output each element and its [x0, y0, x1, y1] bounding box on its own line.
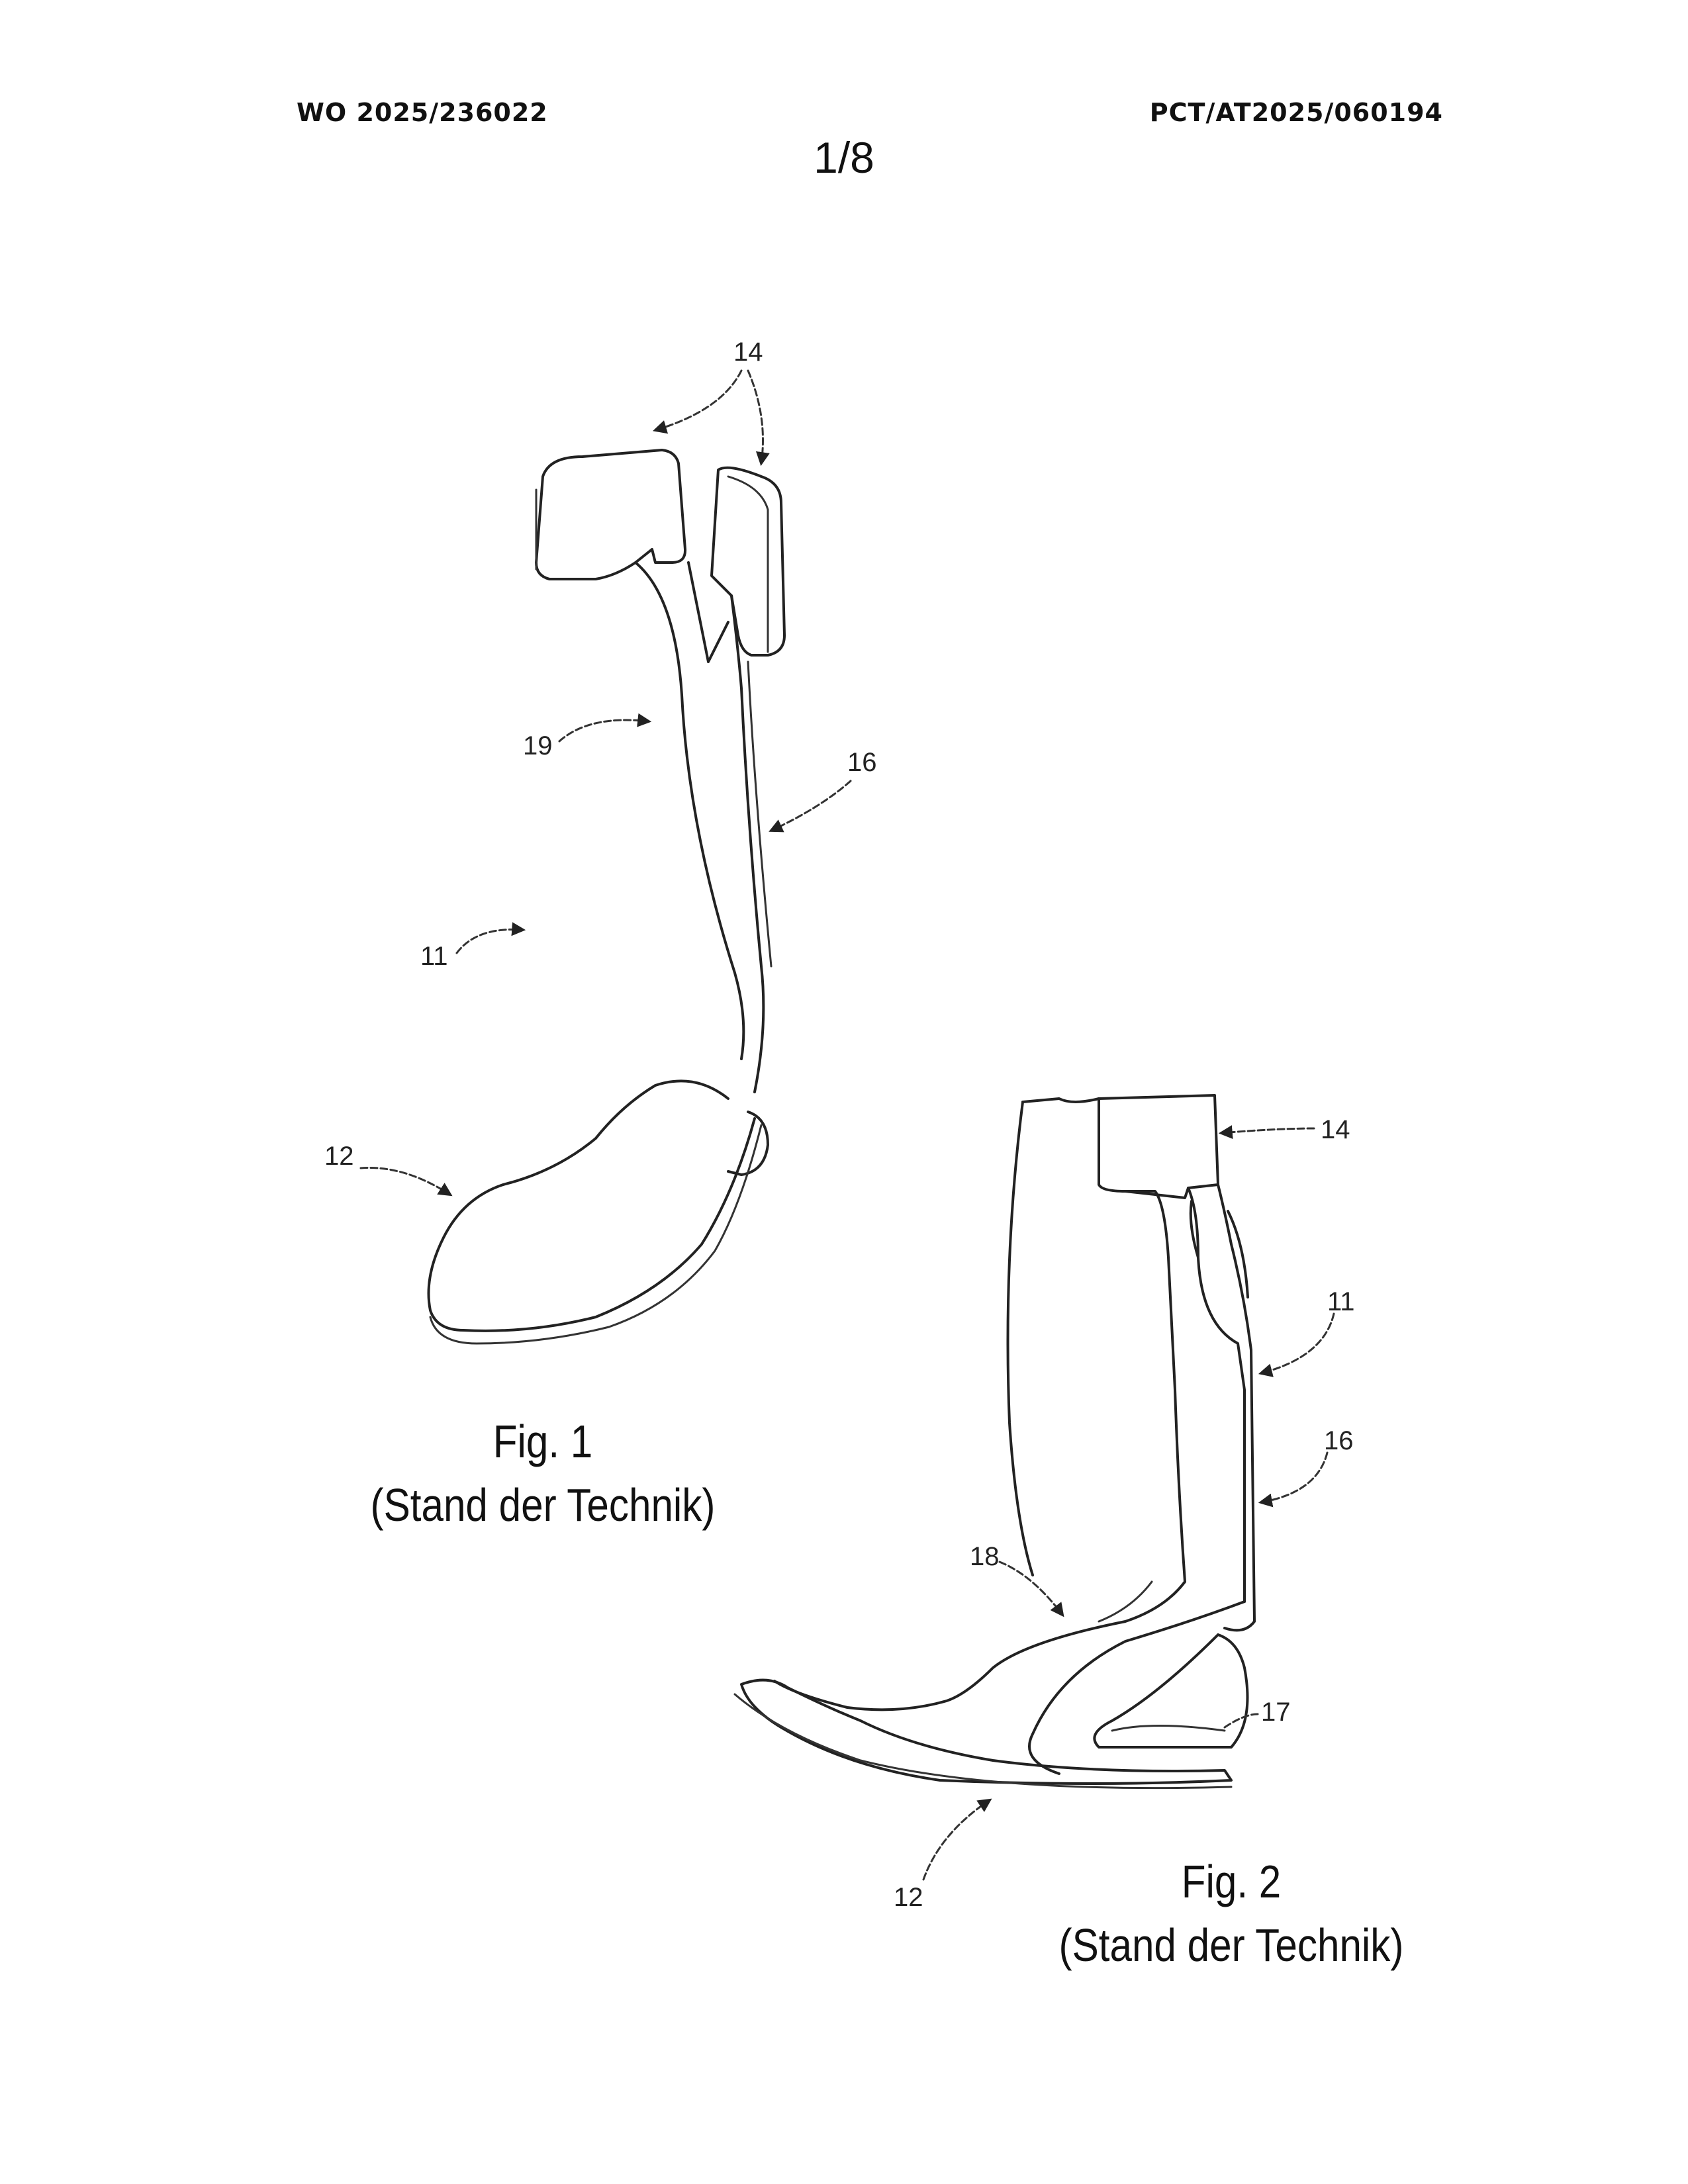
- figure-1-title: Fig. 1: [326, 1410, 759, 1473]
- figure-2-title: Fig. 2: [1015, 1850, 1448, 1913]
- fig1-strut-notch: [688, 563, 728, 662]
- fig2-strut: [1188, 1185, 1254, 1630]
- fig1-foot-plate: [429, 1081, 755, 1331]
- fig2-calf-front: [1008, 1102, 1033, 1575]
- fig1-strut: [635, 563, 763, 1092]
- fig2-cuff: [1099, 1095, 1218, 1198]
- fig1-ref-12: 12: [324, 1142, 354, 1171]
- fig1-ref-19: 19: [523, 731, 553, 760]
- fig1-lead-16: [771, 781, 851, 831]
- fig2-lead-12: [923, 1800, 990, 1880]
- figure-1-drawing: 14 19 16 11 12: [324, 338, 877, 1343]
- fig1-ref-16: 16: [847, 748, 877, 777]
- fig1-ref-14: 14: [733, 338, 763, 367]
- fig2-ref-18: 18: [970, 1542, 1000, 1571]
- fig2-foot-plate-sole: [735, 1694, 1231, 1788]
- fig1-left-cuff: [536, 450, 685, 579]
- fig2-lead-17: [1225, 1714, 1258, 1727]
- figure-1-caption: Fig. 1 (Stand der Technik): [326, 1410, 759, 1537]
- fig2-ref-17: 17: [1261, 1698, 1291, 1727]
- fig2-ref-16: 16: [1324, 1426, 1354, 1455]
- fig1-right-cuff: [712, 468, 784, 655]
- fig2-calf-shell: [774, 1099, 1185, 1709]
- fig2-ref-14: 14: [1321, 1115, 1350, 1144]
- fig2-heel-contour: [1112, 1726, 1225, 1731]
- figure-2-caption: Fig. 2 (Stand der Technik): [1015, 1850, 1448, 1977]
- fig2-ref-11: 11: [1327, 1287, 1355, 1316]
- fig2-ref-12: 12: [894, 1883, 923, 1912]
- fig2-foot-plate: [741, 1680, 1231, 1784]
- fig1-lead-12: [361, 1168, 450, 1195]
- figure-1-subtitle: (Stand der Technik): [326, 1473, 759, 1537]
- figure-2-subtitle: (Stand der Technik): [1015, 1913, 1448, 1977]
- fig1-lead-14a: [655, 371, 741, 430]
- fig2-lead-14: [1221, 1128, 1314, 1133]
- figure-2-drawing: 14 11 16 18 17 12: [735, 1095, 1355, 1912]
- fig1-lead-19: [559, 720, 649, 741]
- fig1-foot-plate-sole: [430, 1125, 761, 1343]
- fig2-lead-16: [1261, 1453, 1327, 1502]
- fig1-lead-14b: [748, 371, 763, 463]
- fig1-lead-11: [457, 929, 523, 953]
- fig1-strut-edge: [748, 662, 771, 966]
- fig2-lead-11: [1261, 1314, 1334, 1373]
- fig1-ref-11: 11: [420, 942, 448, 971]
